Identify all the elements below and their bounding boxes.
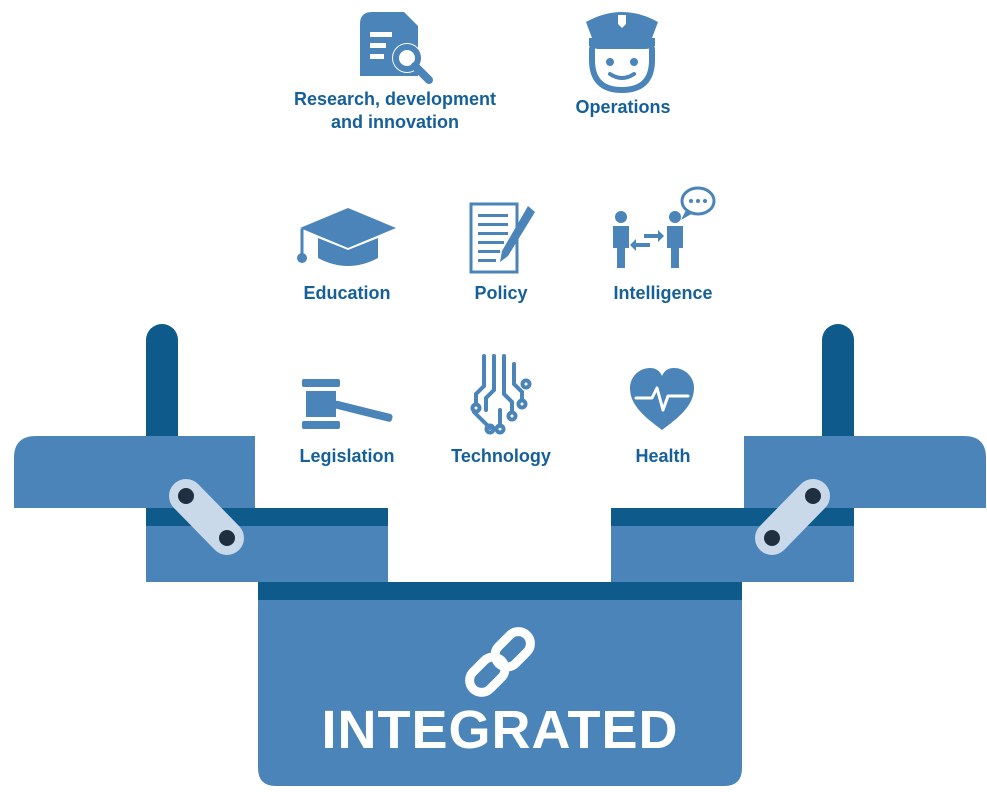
people-exchange-icon xyxy=(613,186,716,268)
left-hinge xyxy=(169,479,244,555)
label-research-line1: Research, development xyxy=(293,89,497,109)
integrated-title: INTEGRATED xyxy=(321,700,679,760)
label-legislation: Legislation xyxy=(299,446,395,466)
right-tray xyxy=(611,526,854,582)
document-pen-icon xyxy=(469,202,535,274)
label-technology: Technology xyxy=(451,446,551,466)
right-hinge xyxy=(755,479,830,555)
chain-link-icon xyxy=(465,627,535,697)
police-officer-icon xyxy=(586,12,658,94)
main-box xyxy=(258,600,742,786)
label-intelligence: Intelligence xyxy=(613,283,713,303)
left-handle xyxy=(146,324,178,454)
left-tray xyxy=(146,526,388,582)
label-research-line2: and innovation xyxy=(331,112,459,132)
heart-pulse-icon xyxy=(630,368,694,430)
label-education: Education xyxy=(303,283,391,303)
label-health: Health xyxy=(635,446,691,466)
label-operations: Operations xyxy=(575,97,671,117)
right-lid xyxy=(744,436,986,508)
left-lid xyxy=(14,436,255,508)
label-policy: Policy xyxy=(474,283,528,303)
right-handle xyxy=(822,324,854,454)
main-box-top-strip xyxy=(258,582,742,600)
circuit-icon xyxy=(470,354,532,435)
document-search-icon xyxy=(360,12,433,84)
gavel-icon xyxy=(302,379,393,429)
graduation-cap-icon xyxy=(297,208,396,266)
